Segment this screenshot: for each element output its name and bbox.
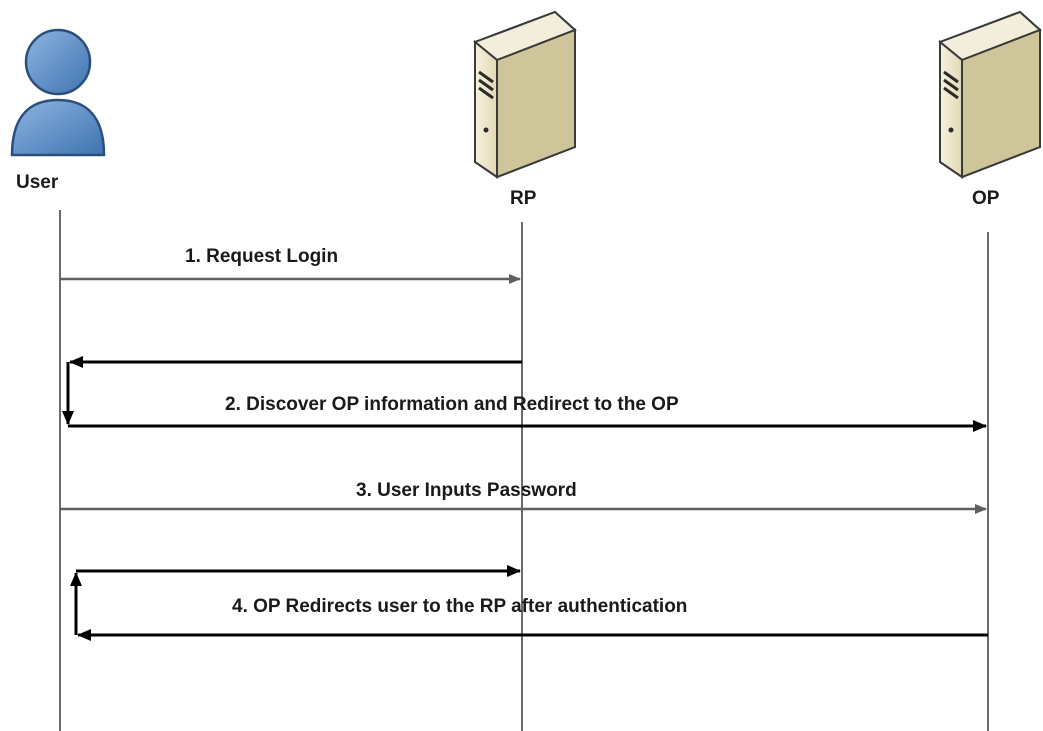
message-4-label: 4. OP Redirects user to the RP after aut…: [232, 596, 687, 617]
actor-label-op: OP: [972, 188, 1000, 209]
rp-server-icon: [473, 10, 577, 179]
message-2-label: 2. Discover OP information and Redirect …: [225, 394, 679, 415]
message-1-label: 1. Request Login: [185, 246, 338, 267]
user-person-icon: [10, 28, 106, 157]
actor-label-user: User: [16, 172, 59, 193]
message-3-label: 3. User Inputs Password: [356, 480, 577, 501]
op-server-icon: [938, 10, 1042, 179]
actor-label-rp: RP: [510, 188, 537, 209]
